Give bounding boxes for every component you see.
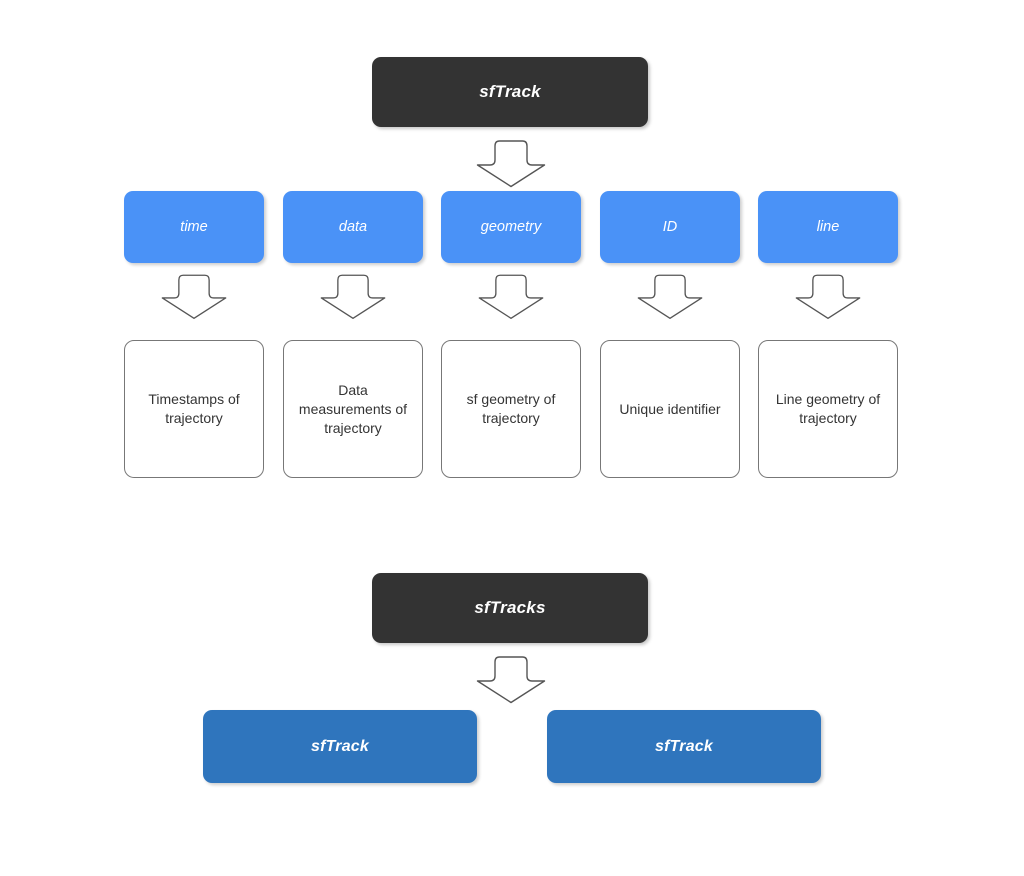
- instance-node-sftrack-2-label: sfTrack: [654, 737, 714, 755]
- down-block-arrow-icon: [635, 273, 705, 321]
- description-node-id-text: Unique identifier: [619, 400, 721, 417]
- description-node-geometry: sf geometry of trajectory: [441, 340, 581, 478]
- down-block-arrow-icon: [476, 273, 546, 321]
- description-node-time-text: Timestamps of trajectory: [148, 391, 240, 426]
- class-node-sftracks[interactable]: sfTracks: [372, 573, 648, 643]
- description-node-line: Line geometry of trajectory: [758, 340, 898, 478]
- slot-node-geometry[interactable]: geometry: [441, 191, 581, 263]
- down-block-arrow-icon: [159, 273, 229, 321]
- description-node-geometry-text: sf geometry of trajectory: [466, 391, 556, 426]
- slot-node-data[interactable]: data: [283, 191, 423, 263]
- description-node-time: Timestamps of trajectory: [124, 340, 264, 478]
- description-node-data: Data measurements of trajectory: [283, 340, 423, 478]
- description-node-id: Unique identifier: [600, 340, 740, 478]
- slot-node-id[interactable]: ID: [600, 191, 740, 263]
- down-block-arrow-icon: [474, 655, 548, 705]
- class-node-sftrack-label: sfTrack: [479, 82, 541, 101]
- slot-node-line[interactable]: line: [758, 191, 898, 263]
- instance-node-sftrack-1[interactable]: sfTrack: [203, 710, 477, 783]
- class-node-sftracks-label: sfTracks: [474, 598, 546, 617]
- slot-node-line-label: line: [816, 219, 840, 235]
- down-block-arrow-icon: [474, 139, 548, 189]
- down-block-arrow-icon: [793, 273, 863, 321]
- class-node-sftrack[interactable]: sfTrack: [372, 57, 648, 127]
- slot-node-id-label: ID: [662, 219, 678, 235]
- slot-node-data-label: data: [338, 219, 368, 235]
- instance-node-sftrack-1-label: sfTrack: [310, 737, 370, 755]
- description-node-line-text: Line geometry of trajectory: [775, 391, 881, 426]
- slot-node-time-label: time: [180, 219, 208, 235]
- instance-node-sftrack-2[interactable]: sfTrack: [547, 710, 821, 783]
- description-node-data-text: Data measurements of trajectory: [298, 381, 408, 436]
- slot-node-geometry-label: geometry: [480, 219, 542, 235]
- down-block-arrow-icon: [318, 273, 388, 321]
- slot-node-time[interactable]: time: [124, 191, 264, 263]
